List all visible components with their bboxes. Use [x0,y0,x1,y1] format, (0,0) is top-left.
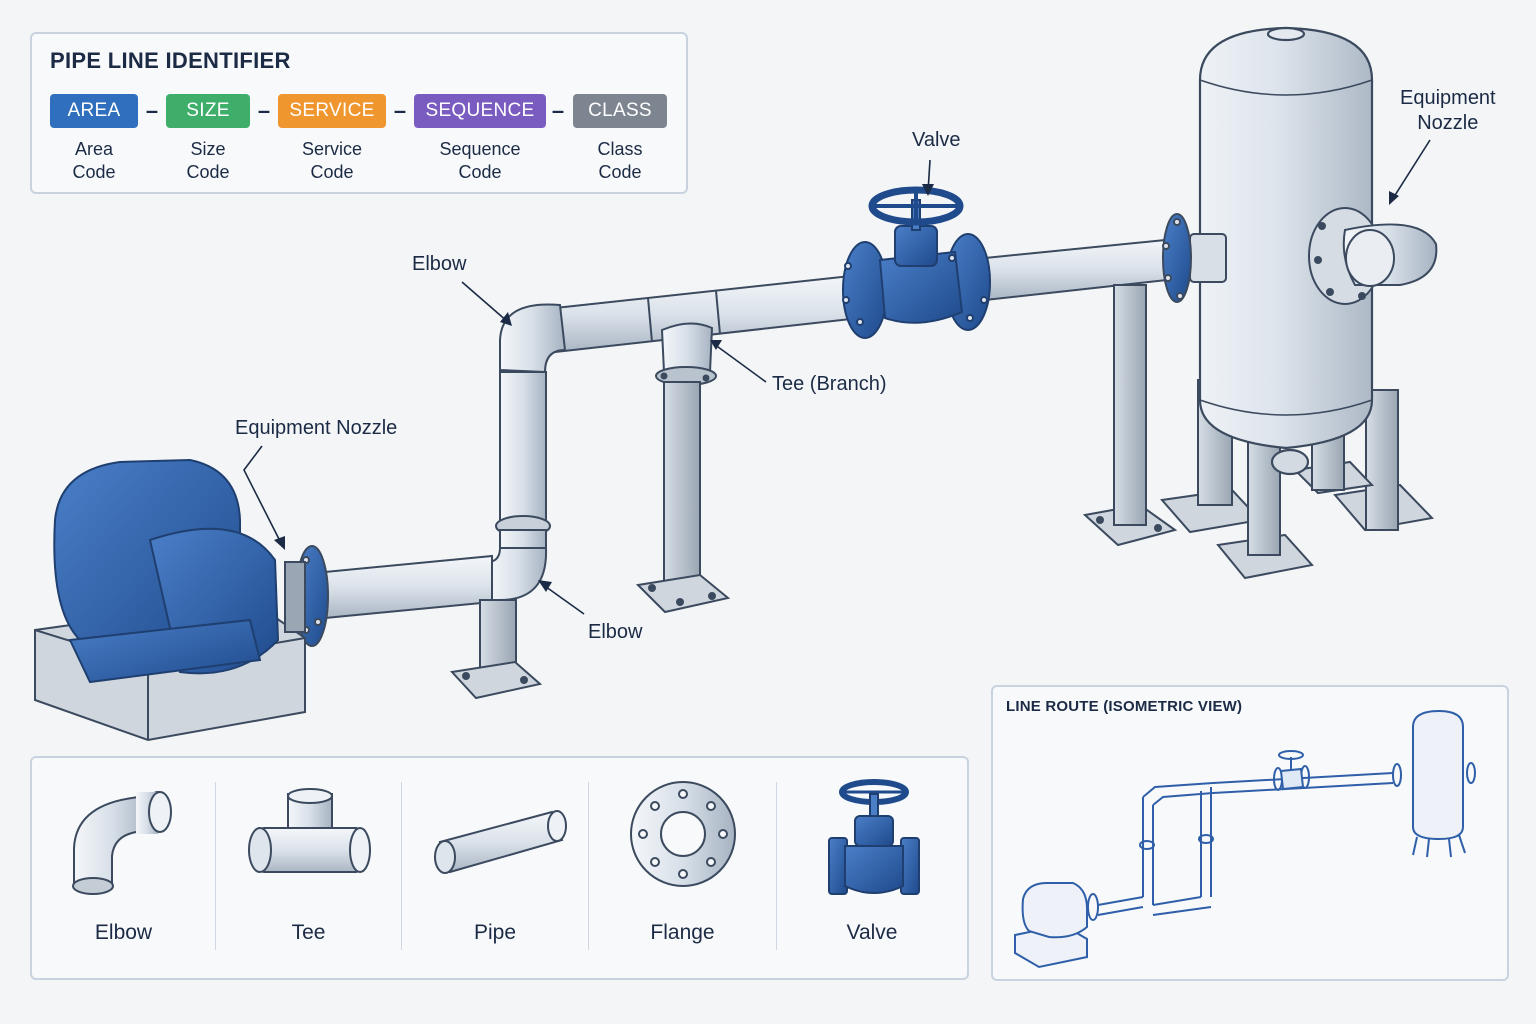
divider [401,782,402,950]
chip-sequence: SEQUENCE [414,94,546,128]
chip-area: AREA [50,94,138,128]
legend-item-valve: Valve [777,758,967,978]
flange-icon [630,781,736,887]
separator: – [551,98,565,123]
valve-icon [828,779,920,895]
lower-pipe [295,545,493,647]
callout-pump-nozzle: Equipment Nozzle [235,417,398,439]
vessel [1198,26,1374,476]
legend-label-elbow: Elbow [94,921,153,944]
callout-vessel-nozzle-line1: Equipment [1400,87,1496,109]
chip-size: SIZE [166,94,250,128]
caption-area: Area Code [50,138,138,184]
upper-pipe-right [984,213,1227,303]
arrow-heads [274,184,1399,592]
legend-item-flange: Flange [589,758,776,978]
caption-sequence: Sequence Code [414,138,546,184]
caption-class: Class Code [573,138,667,184]
legend-label-valve: Valve [846,921,898,944]
caption-line: Code [310,162,354,182]
tee-branch [635,322,731,614]
callout-tee-branch: Tee (Branch) [772,373,887,395]
divider [776,782,777,950]
caption-line: Code [186,162,230,182]
chip-class: CLASS [573,94,667,128]
callout-vessel-nozzle: Equipment Nozzle [1400,86,1496,136]
tee-icon [248,788,371,873]
caption-line: Sequence [439,139,521,159]
isometric-view-panel: LINE ROUTE (ISOMETRIC VIEW) [991,685,1509,981]
legend-label-tee: Tee [291,921,326,944]
support-right [1082,284,1178,547]
caption-line: Code [598,162,642,182]
legend-item-pipe: Pipe [402,758,588,978]
support-lower [449,599,543,700]
caption-size: Size Code [166,138,250,184]
separator: – [393,98,407,123]
separator: – [257,98,271,123]
caption-line: Size [190,139,226,159]
pipe-line-identifier-panel: PIPE LINE IDENTIFIER AREA – SIZE – SERVI… [30,32,688,194]
caption-line: Class [597,139,643,159]
pump [34,458,306,742]
legend-item-elbow: Elbow [32,758,215,978]
legend-label-pipe: Pipe [473,921,517,944]
caption-line: Area [74,139,114,159]
isometric-title: LINE ROUTE (ISOMETRIC VIEW) [1006,698,1243,715]
leader-lines [243,139,1431,615]
elbow-icon [72,791,172,895]
divider [588,782,589,950]
valve-main [842,186,991,339]
riser [489,303,567,601]
callout-elbow-lower: Elbow [588,621,643,643]
legend-item-tee: Tee [216,758,401,978]
identifier-title: PIPE LINE IDENTIFIER [50,48,291,73]
caption-line: Service [301,139,363,159]
vessel-supports [1160,379,1435,580]
divider [215,782,216,950]
vessel-nozzle [1308,207,1438,305]
caption-line: Code [72,162,116,182]
chip-service: SERVICE [278,94,386,128]
callout-valve: Valve [912,129,961,151]
caption-service: Service Code [278,138,386,184]
component-legend-panel: Elbow Tee Pipe [30,756,969,980]
separator: – [145,98,159,123]
caption-line: Code [458,162,502,182]
callout-vessel-nozzle-line2: Nozzle [1417,112,1479,134]
legend-label-flange: Flange [650,921,715,944]
isometric-route [1014,709,1476,969]
callout-elbow-upper: Elbow [412,253,467,275]
pipe-icon [434,810,567,874]
